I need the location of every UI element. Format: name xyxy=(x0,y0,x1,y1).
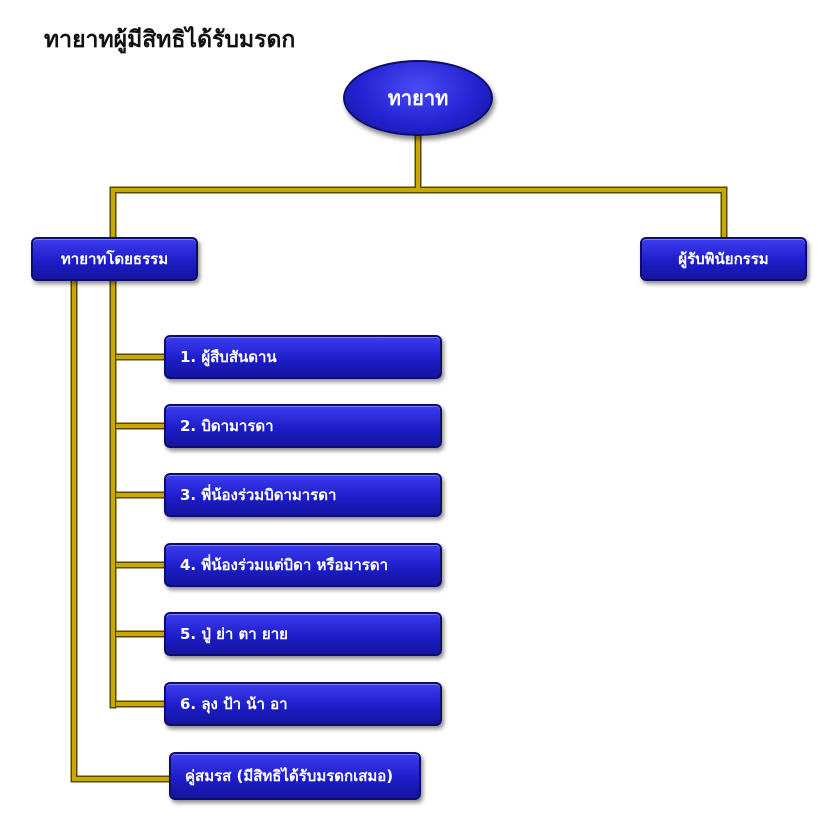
heir-item: 6. ลุง ป้า น้า อา xyxy=(164,682,442,726)
heir-label: 2. บิดามารดา xyxy=(180,417,274,435)
legatee-label: ผู้รับพินัยกรรม xyxy=(678,250,769,268)
root-node: ทายาท xyxy=(343,60,493,136)
spouse-node: คู่สมรส (มีสิทธิได้รับมรดกเสมอ) xyxy=(169,752,421,800)
heir-label: 5. ปู่ ย่า ตา ยาย xyxy=(180,625,288,643)
statutory-heirs-node: ทายาทโดยธรรม xyxy=(31,237,198,281)
heir-label: 1. ผู้สืบสันดาน xyxy=(180,348,277,366)
spouse-label: คู่สมรส (มีสิทธิได้รับมรดกเสมอ) xyxy=(185,767,394,785)
legatee-node: ผู้รับพินัยกรรม xyxy=(640,237,807,281)
statutory-heirs-label: ทายาทโดยธรรม xyxy=(60,250,169,268)
heir-item: 3. พี่น้องร่วมบิดามารดา xyxy=(164,473,442,517)
heir-item: 2. บิดามารดา xyxy=(164,404,442,448)
diagram-title: ทายาทผู้มีสิทธิได้รับมรดก xyxy=(44,27,296,53)
root-label: ทายาท xyxy=(387,86,449,110)
heir-item: 1. ผู้สืบสันดาน xyxy=(164,335,442,379)
heir-label: 3. พี่น้องร่วมบิดามารดา xyxy=(180,486,337,504)
heir-label: 4. พี่น้องร่วมแต่บิดา หรือมารดา xyxy=(180,556,389,574)
heir-item: 4. พี่น้องร่วมแต่บิดา หรือมารดา xyxy=(164,543,442,587)
heir-item: 5. ปู่ ย่า ตา ยาย xyxy=(164,612,442,656)
heir-label: 6. ลุง ป้า น้า อา xyxy=(180,695,288,713)
